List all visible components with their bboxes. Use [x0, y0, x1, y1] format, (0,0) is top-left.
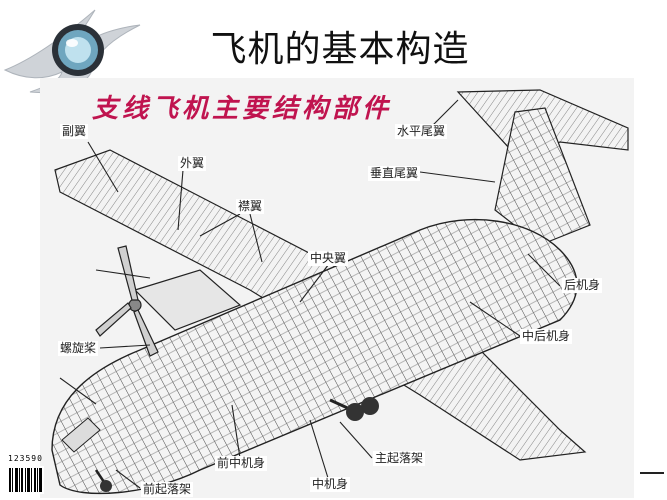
nose-gear-shape — [94, 469, 112, 492]
vertical-tail-shape — [494, 107, 591, 246]
label-mid-fuselage: 中机身 — [310, 477, 351, 492]
label-rear-fuselage: 后机身 — [562, 278, 603, 293]
label-aileron: 副翼 — [60, 124, 89, 139]
label-flap: 襟翼 — [236, 199, 265, 214]
barcode-number: 123590 — [8, 454, 43, 463]
leader-lines — [59, 99, 561, 489]
cockpit-window-shape — [61, 417, 101, 453]
logo-orb-highlight — [66, 39, 78, 47]
label-front-mid-fuselage: 前中机身 — [215, 456, 268, 471]
label-outer-wing: 外翼 — [178, 156, 207, 171]
propeller-shape — [95, 245, 159, 357]
label-propeller: 螺旋桨 — [58, 341, 99, 356]
figure-heading: 支线飞机主要结构部件 — [92, 94, 393, 124]
label-main-landing-gear: 主起落架 — [373, 451, 426, 466]
main-gear-shape — [329, 397, 379, 421]
presentation-logo — [3, 9, 141, 94]
fuselage-shape — [51, 218, 578, 495]
label-mid-rear-fuselage: 中后机身 — [520, 329, 573, 344]
logo-swirl — [3, 9, 141, 94]
aircraft-cutaway-diagram — [40, 78, 634, 498]
corner-divider — [640, 472, 664, 474]
label-center-wing: 中央翼 — [308, 251, 349, 266]
barcode-image — [8, 466, 44, 494]
label-horizontal-tail: 水平尾翼 — [395, 124, 448, 139]
slide-title: 飞机的基本构造 — [210, 29, 470, 70]
engine-nacelle-shape — [133, 269, 242, 331]
label-nose-landing-gear: 前起落架 — [141, 482, 194, 497]
label-vertical-tail: 垂直尾翼 — [368, 166, 421, 181]
